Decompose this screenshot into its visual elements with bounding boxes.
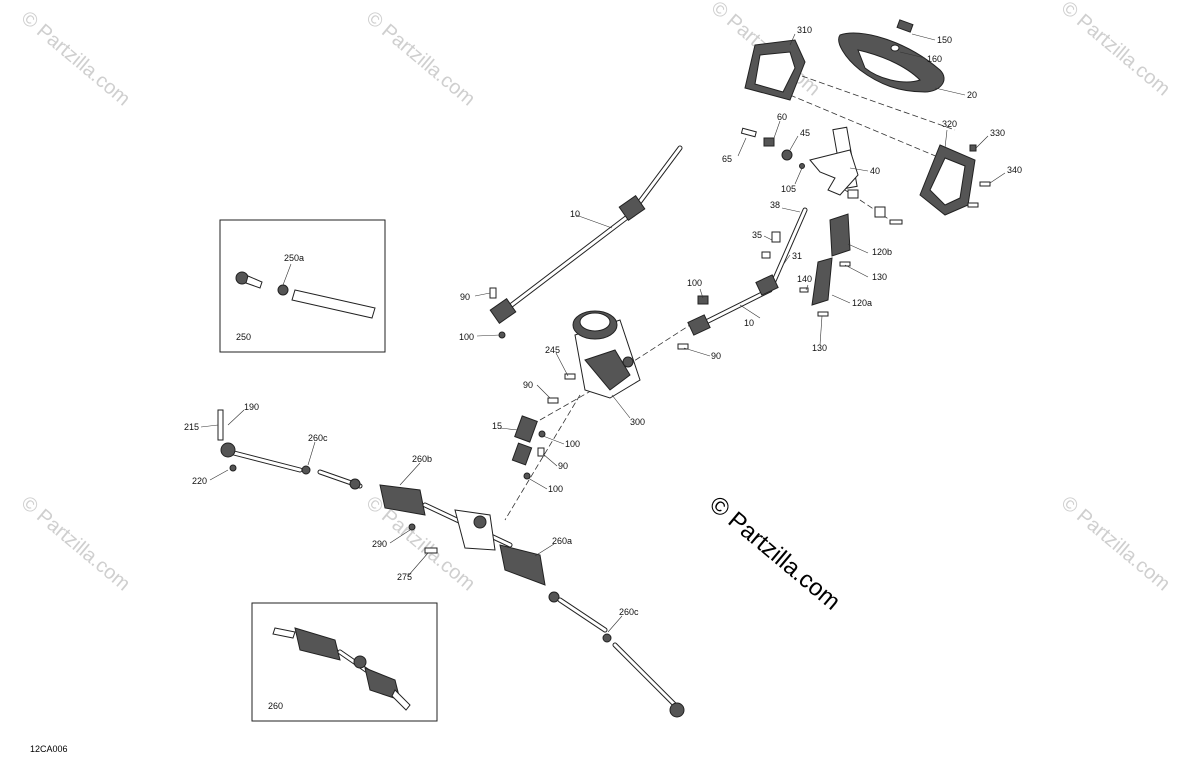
callout-31: 31: [792, 251, 802, 261]
callout-275: 275: [397, 572, 412, 582]
assembly-guides: [504, 69, 956, 521]
callout-45: 45: [800, 128, 810, 138]
callout-290: 290: [372, 539, 387, 549]
callout-40: 40: [870, 166, 880, 176]
callout-100-lower: 100: [548, 484, 563, 494]
callout-260b: 260b: [412, 454, 432, 464]
upper-hardware: [740, 127, 991, 225]
callout-245: 245: [545, 345, 560, 355]
tie-rod-right: [548, 591, 685, 718]
callout-260a: 260a: [552, 536, 572, 546]
callout-130-upper: 130: [872, 272, 887, 282]
steering-rack: [379, 484, 546, 586]
watermark-top-left: © Partzilla.com: [17, 7, 134, 110]
callout-100-right: 100: [687, 278, 702, 288]
tie-rod-left: [217, 409, 363, 490]
callout-35: 35: [752, 230, 762, 240]
callout-190: 190: [244, 402, 259, 412]
callout-100-upper-left: 100: [459, 332, 474, 342]
callout-38: 38: [770, 200, 780, 210]
callout-300: 300: [630, 417, 645, 427]
column-cover-320: [919, 144, 976, 216]
callout-130-lower: 130: [812, 343, 827, 353]
callout-labels: 310 150 160 20 320 330 340 60 45 65 105 …: [184, 25, 1022, 711]
callout-65: 65: [722, 154, 732, 164]
lower-universal-joint: [511, 397, 559, 480]
callout-250a: 250a: [284, 253, 304, 263]
callout-260c-right: 260c: [619, 607, 639, 617]
watermark-bottom-left: © Partzilla.com: [17, 492, 134, 595]
callout-90-upper-left: 90: [460, 292, 470, 302]
partzilla-watermark: © Partzilla.com: [704, 491, 845, 616]
callout-15: 15: [492, 421, 502, 431]
watermark-group: © Partzilla.com © Partzilla.com © Partzi…: [17, 0, 1174, 595]
steering-wheel: [838, 19, 945, 93]
inset-tie-rod-end-250: [219, 219, 386, 353]
callout-10-right: 10: [744, 318, 754, 328]
callout-220: 220: [192, 476, 207, 486]
callout-90-mid: 90: [523, 380, 533, 390]
callout-160: 160: [927, 54, 942, 64]
callout-340: 340: [1007, 165, 1022, 175]
intermediate-shaft-upper: [761, 207, 808, 293]
callout-150: 150: [937, 35, 952, 45]
callout-310: 310: [797, 25, 812, 35]
callout-10-upper: 10: [570, 209, 580, 219]
steering-column-bracket: [809, 126, 859, 196]
callout-120a: 120a: [852, 298, 872, 308]
watermark-far-right: © Partzilla.com: [1057, 0, 1174, 100]
callout-105: 105: [781, 184, 796, 194]
callout-100-mid: 100: [565, 439, 580, 449]
callout-215: 215: [184, 422, 199, 432]
steering-shaft-right: [677, 274, 779, 350]
callout-120b: 120b: [872, 247, 892, 257]
watermark-bottom-right: © Partzilla.com: [1057, 492, 1174, 595]
inset-rack-assembly-260: [251, 602, 438, 722]
callout-320: 320: [942, 119, 957, 129]
callout-60: 60: [777, 112, 787, 122]
watermark-top-center: © Partzilla.com: [362, 7, 479, 110]
callout-leaders: [200, 33, 1006, 633]
callout-260: 260: [268, 701, 283, 711]
callout-20: 20: [967, 90, 977, 100]
callout-250: 250: [236, 332, 251, 342]
callout-260c-left: 260c: [308, 433, 328, 443]
callout-140: 140: [797, 274, 812, 284]
callout-90-right: 90: [711, 351, 721, 361]
diagram-code: 12CA006: [30, 744, 68, 754]
callout-90-lower: 90: [558, 461, 568, 471]
callout-330: 330: [990, 128, 1005, 138]
tilt-strut-assembly: [799, 213, 851, 317]
power-steering-unit-300: [564, 310, 641, 399]
column-cover-310: [744, 39, 806, 101]
steering-shaft-left: [489, 145, 683, 339]
